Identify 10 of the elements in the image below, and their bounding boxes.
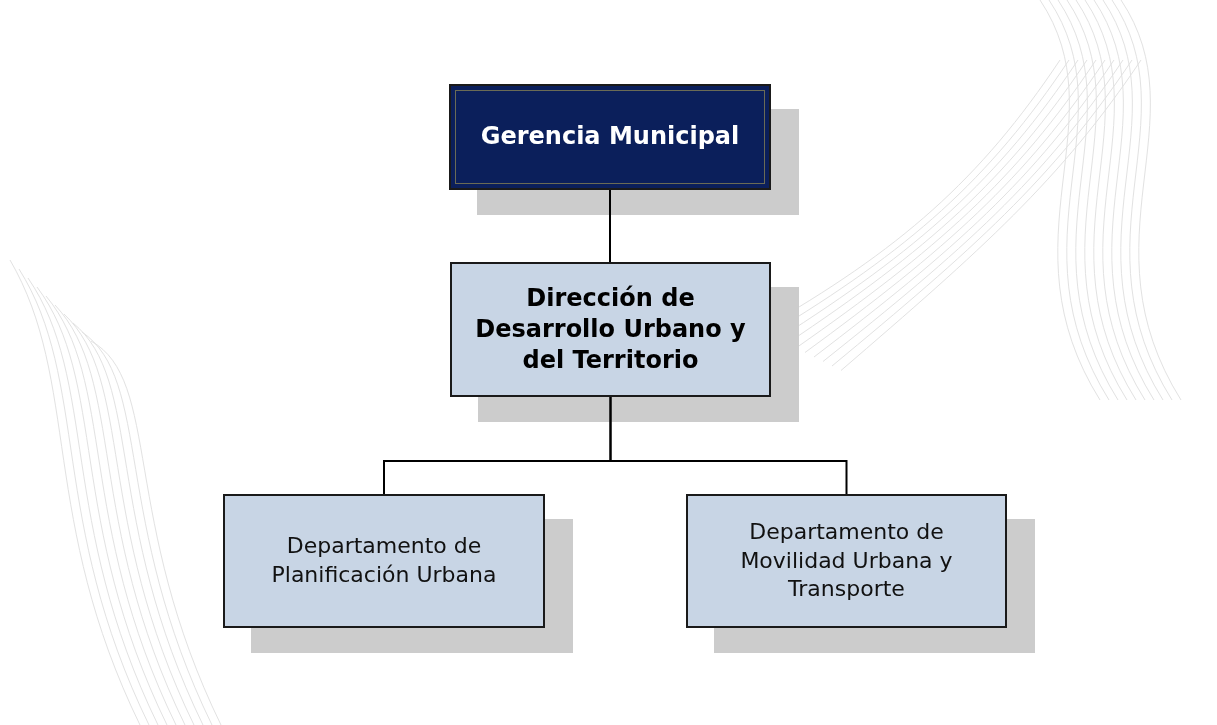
- org-box: [223, 494, 545, 628]
- box-label: Departamento de Planificación Urbana: [270, 532, 498, 589]
- org-box: [449, 84, 771, 190]
- connector-line: [609, 189, 611, 263]
- box-label: Dirección de Desarrollo Urbano y del Territorio: [474, 282, 747, 377]
- connector-line: [609, 396, 848, 495]
- org-box: [686, 494, 1007, 628]
- org-box: [450, 262, 771, 397]
- box-label: Gerencia Municipal: [480, 121, 740, 153]
- box-label: Departamento de Movilidad Urbana y Transporte: [739, 518, 954, 604]
